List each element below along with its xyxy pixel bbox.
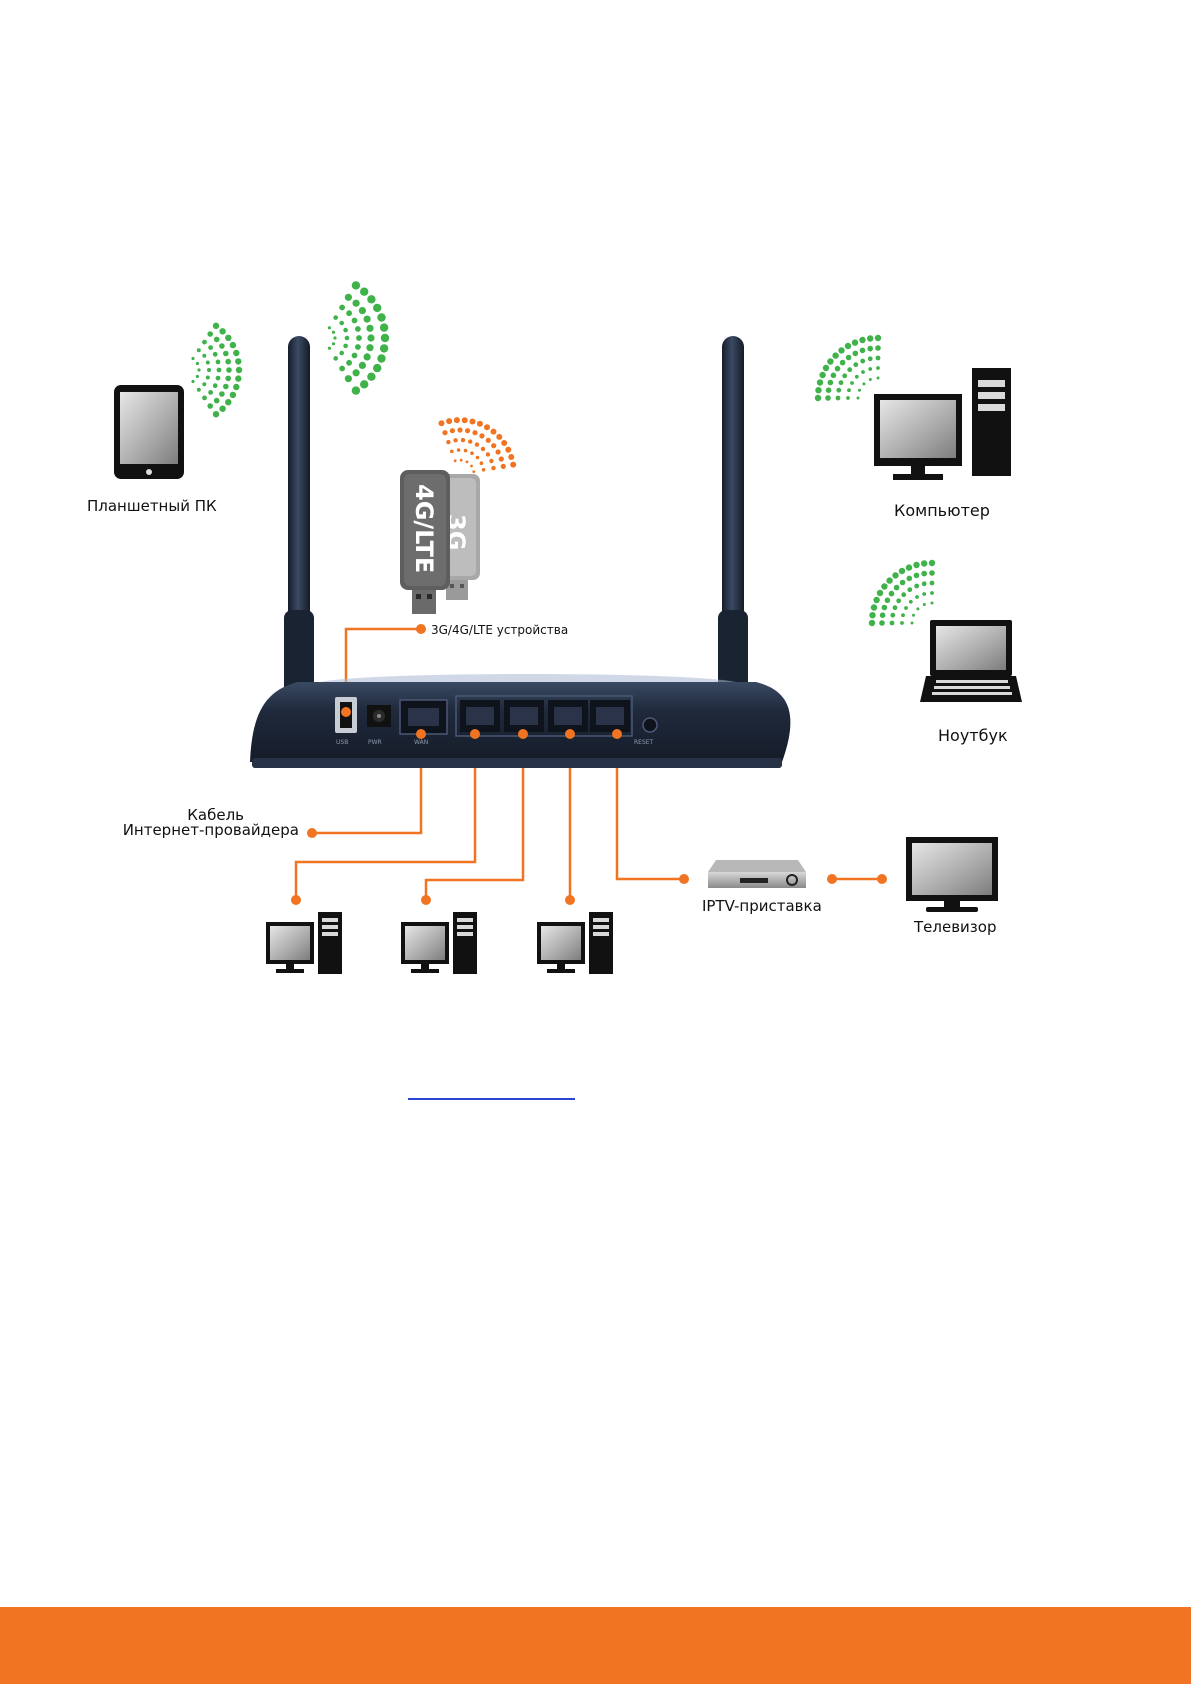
tv-label: Телевизор: [913, 918, 996, 936]
desktop-computer-icon: [266, 912, 342, 974]
laptop-icon: [920, 620, 1022, 702]
footer-band: [0, 1607, 1191, 1684]
modem-4g-text: 4G/LTE: [410, 484, 438, 573]
antenna-left: [284, 336, 314, 740]
link-underline[interactable]: [408, 1098, 575, 1100]
desktop-computer-icon: [537, 912, 613, 974]
computer-label: Компьютер: [894, 501, 990, 520]
port-power-label: PWR: [368, 739, 382, 746]
wifi-signal-icon: [814, 334, 882, 402]
router-icon: USB PWR WAN RESET: [250, 674, 791, 768]
connection-dots: [291, 624, 887, 905]
port-wan-label: WAN: [414, 739, 428, 746]
usb-modem-icon: 3G 4G/LTE: [400, 470, 480, 614]
port-usb-label: USB: [336, 739, 348, 746]
desktop-computer-icon: [401, 912, 477, 974]
tablet-label: Планшетный ПК: [87, 497, 217, 515]
tv-icon: [906, 837, 998, 912]
wifi-signal-icon: [868, 559, 936, 627]
iptv-label: IPTV-приставка: [702, 897, 822, 915]
wifi-signal-icon: [191, 322, 243, 418]
laptop-label: Ноутбук: [938, 726, 1008, 745]
desktop-computer-icon: [874, 368, 1011, 480]
wifi-signal-icon: [438, 417, 517, 473]
antenna-right: [718, 336, 748, 740]
isp-cable-label-line2: Интернет-провайдера: [123, 821, 299, 839]
port-reset-label: RESET: [634, 739, 654, 746]
wifi-signal-icon: [327, 281, 390, 395]
iptv-box-icon: [708, 860, 806, 888]
usb-devices-label: 3G/4G/LTE устройства: [431, 623, 568, 637]
isp-cable-label-line1: Кабель: [187, 806, 244, 824]
tablet-icon: [114, 385, 184, 479]
